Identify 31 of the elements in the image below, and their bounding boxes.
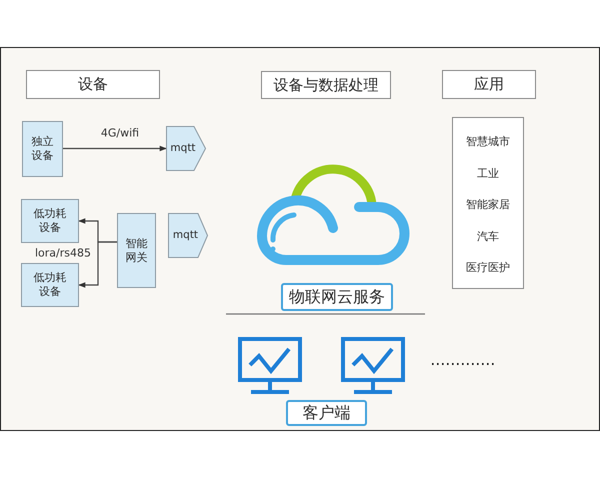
box-label: 低功耗设备 xyxy=(32,207,68,235)
list-item-text: 工业 xyxy=(476,166,500,180)
connector-arrow xyxy=(63,146,167,152)
rounded-label-box xyxy=(286,400,367,426)
list-item-text: 医疗医护 xyxy=(465,261,511,275)
header-text: 应用 xyxy=(474,75,504,94)
section-header-box xyxy=(261,71,391,99)
header-text: 设备与数据处理 xyxy=(274,76,378,94)
box-label: mqtt xyxy=(172,228,198,242)
list-box xyxy=(452,117,524,289)
list-item-text: 汽车 xyxy=(476,230,500,244)
connector-arrow xyxy=(78,241,117,288)
list-item-text: 智能家居 xyxy=(465,198,511,212)
section-header-box xyxy=(442,70,536,99)
rounded-label-box xyxy=(281,283,393,311)
device-box xyxy=(21,263,79,307)
box-label: 独立设备 xyxy=(30,135,54,163)
edge-label: 4G/wifi xyxy=(100,126,140,140)
list-item-text: 智慧城市 xyxy=(465,135,511,149)
device-box xyxy=(117,213,156,288)
pentagon-tag xyxy=(166,126,206,171)
device-box xyxy=(21,199,79,243)
device-box xyxy=(22,121,63,177)
edge-label: lora/rs485 xyxy=(34,246,92,260)
box-label: 物联网云服务 xyxy=(289,287,385,307)
box-label: mqtt xyxy=(170,142,196,156)
header-text: 设备 xyxy=(78,75,108,94)
box-label: 客户端 xyxy=(302,403,350,423)
box-label: 智能网关 xyxy=(124,236,148,264)
section-header-box xyxy=(26,70,160,99)
box-label: 低功耗设备 xyxy=(32,271,68,299)
